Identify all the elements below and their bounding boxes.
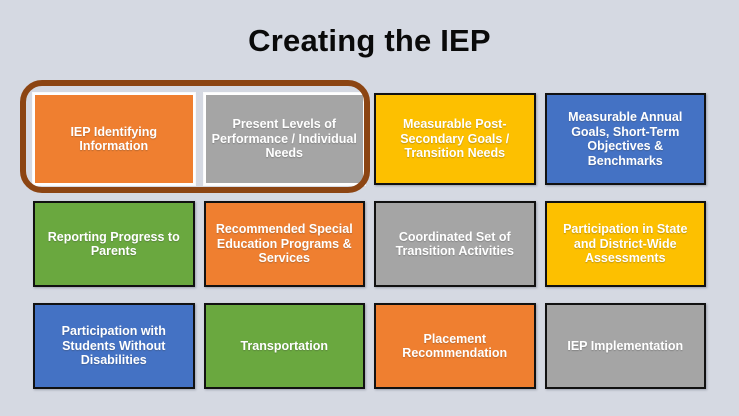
iep-box[interactable]: Measurable Post-Secondary Goals / Transi… [374, 93, 536, 185]
iep-box-label: Recommended Special Education Programs &… [215, 222, 353, 266]
iep-box-label: Present Levels of Performance / Individu… [211, 117, 357, 161]
page-title: Creating the IEP [248, 23, 491, 58]
iep-box-label: Measurable Post-Secondary Goals / Transi… [400, 117, 510, 161]
iep-box[interactable]: Reporting Progress to Parents [33, 201, 195, 287]
iep-process-grid: IEP Identifying Information Present Level… [33, 93, 706, 389]
iep-box-label: Participation in State and District-Wide… [563, 222, 688, 266]
iep-box[interactable]: Placement Recommendation [374, 303, 536, 389]
iep-box-label: IEP Identifying Information [70, 124, 158, 154]
iep-box[interactable]: IEP Implementation [544, 303, 706, 389]
iep-box[interactable]: Measurable Annual Goals, Short-Term Obje… [544, 93, 706, 185]
iep-box-label: Coordinated Set of Transition Activities [395, 229, 514, 259]
iep-box[interactable]: Transportation [203, 303, 365, 389]
iep-box[interactable]: Recommended Special Education Programs &… [203, 201, 365, 287]
iep-box-label: Placement Recommendation [402, 331, 508, 361]
iep-box-label: IEP Implementation [567, 338, 684, 353]
iep-box-label: Participation with Students Without Disa… [61, 324, 166, 368]
iep-box[interactable]: Present Levels of Performance / Individu… [203, 93, 365, 185]
iep-box[interactable]: Participation with Students Without Disa… [33, 303, 195, 389]
iep-box[interactable]: Coordinated Set of Transition Activities [374, 201, 536, 287]
iep-box[interactable]: IEP Identifying Information [33, 93, 195, 185]
iep-box-label: Measurable Annual Goals, Short-Term Obje… [568, 110, 683, 168]
iep-box[interactable]: Participation in State and District-Wide… [544, 201, 706, 287]
iep-box-label: Transportation [240, 338, 328, 353]
iep-box-label: Reporting Progress to Parents [47, 229, 180, 259]
